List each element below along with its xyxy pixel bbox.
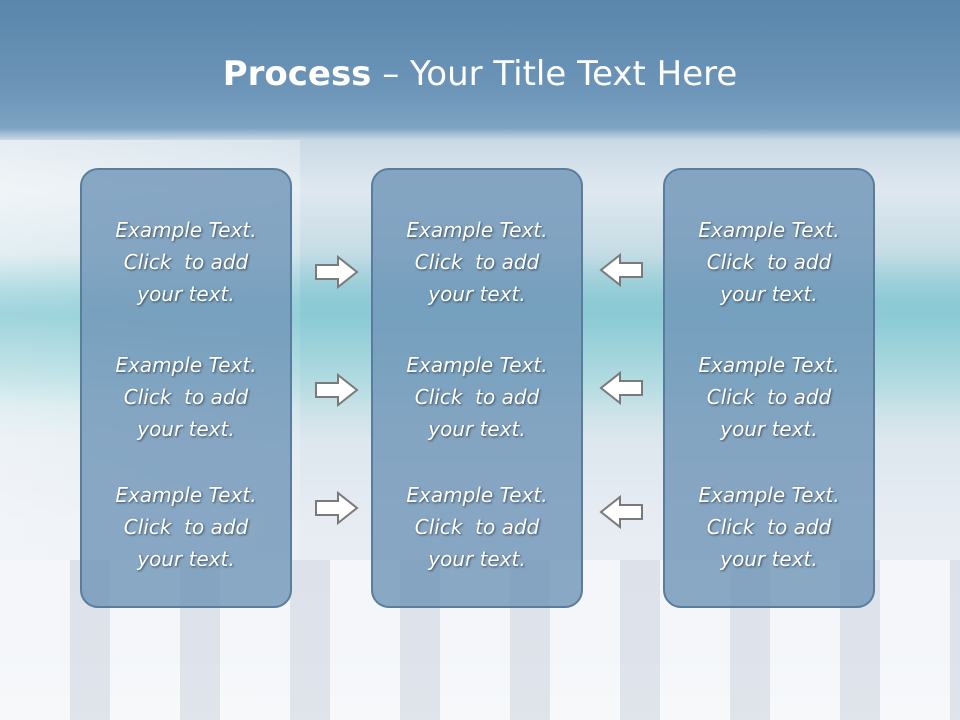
text-line: your text. bbox=[428, 547, 526, 571]
text-line: Click to add bbox=[706, 250, 832, 274]
process-panel-center[interactable]: Example Text. Click to add your text. Ex… bbox=[371, 168, 583, 608]
text-line: Click to add bbox=[123, 250, 249, 274]
text-line: Click to add bbox=[123, 385, 249, 409]
left-arrow-icon[interactable] bbox=[598, 252, 644, 288]
title-bold: Process bbox=[222, 54, 372, 94]
left-arrow-icon[interactable] bbox=[598, 370, 644, 406]
right-arrow-icon[interactable] bbox=[314, 490, 360, 526]
text-line: Example Text. bbox=[698, 218, 840, 242]
text-line: your text. bbox=[137, 282, 235, 306]
text-line: your text. bbox=[428, 417, 526, 441]
text-line: Click to add bbox=[123, 515, 249, 539]
text-block[interactable]: Example Text. Click to add your text. bbox=[665, 479, 873, 575]
left-arrow-icon[interactable] bbox=[598, 494, 644, 530]
text-line: your text. bbox=[137, 417, 235, 441]
text-line: Example Text. bbox=[406, 353, 548, 377]
text-line: Example Text. bbox=[406, 218, 548, 242]
text-block[interactable]: Example Text. Click to add your text. bbox=[82, 214, 290, 310]
text-line: Example Text. bbox=[406, 483, 548, 507]
text-line: Click to add bbox=[706, 385, 832, 409]
slide-title[interactable]: Process – Your Title Text Here bbox=[0, 52, 960, 96]
text-line: Example Text. bbox=[698, 353, 840, 377]
text-line: Example Text. bbox=[115, 353, 257, 377]
text-line: Example Text. bbox=[115, 483, 257, 507]
text-line: your text. bbox=[720, 417, 818, 441]
text-line: Example Text. bbox=[115, 218, 257, 242]
text-line: Example Text. bbox=[698, 483, 840, 507]
text-line: Click to add bbox=[414, 385, 540, 409]
text-line: your text. bbox=[720, 547, 818, 571]
text-line: Click to add bbox=[414, 250, 540, 274]
text-block[interactable]: Example Text. Click to add your text. bbox=[373, 214, 581, 310]
process-panel-left[interactable]: Example Text. Click to add your text. Ex… bbox=[80, 168, 292, 608]
text-block[interactable]: Example Text. Click to add your text. bbox=[373, 349, 581, 445]
text-line: Click to add bbox=[706, 515, 832, 539]
text-line: your text. bbox=[137, 547, 235, 571]
text-block[interactable]: Example Text. Click to add your text. bbox=[82, 479, 290, 575]
text-block[interactable]: Example Text. Click to add your text. bbox=[373, 479, 581, 575]
right-arrow-icon[interactable] bbox=[314, 372, 360, 408]
right-arrow-icon[interactable] bbox=[314, 254, 360, 290]
text-block[interactable]: Example Text. Click to add your text. bbox=[82, 349, 290, 445]
text-line: your text. bbox=[428, 282, 526, 306]
process-panel-right[interactable]: Example Text. Click to add your text. Ex… bbox=[663, 168, 875, 608]
text-line: Click to add bbox=[414, 515, 540, 539]
text-line: your text. bbox=[720, 282, 818, 306]
title-rest: – Your Title Text Here bbox=[371, 54, 738, 94]
text-block[interactable]: Example Text. Click to add your text. bbox=[665, 214, 873, 310]
text-block[interactable]: Example Text. Click to add your text. bbox=[665, 349, 873, 445]
